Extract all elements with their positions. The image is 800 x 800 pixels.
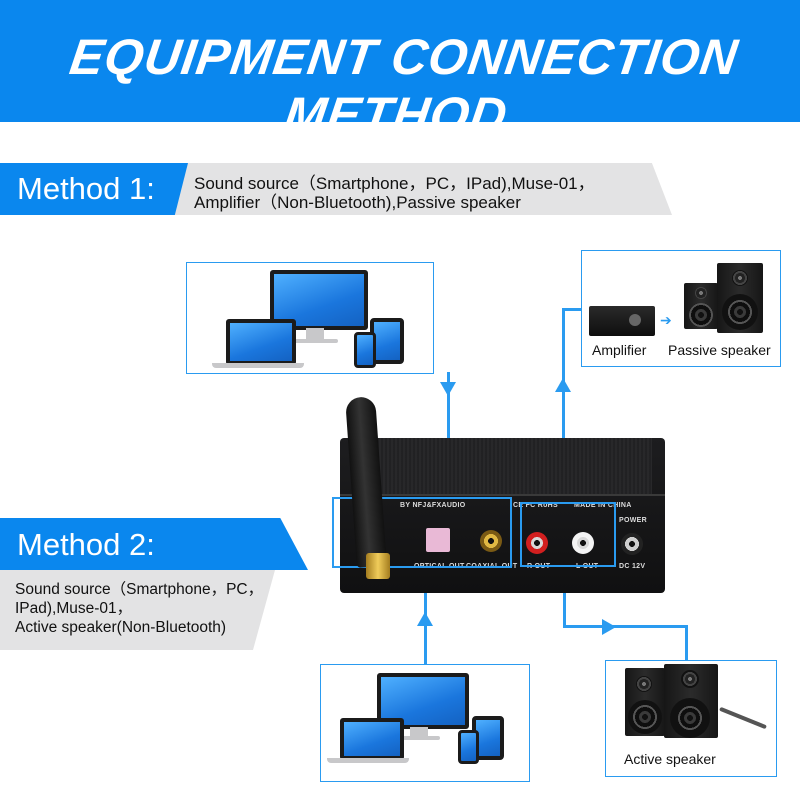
amplifier-icon — [589, 306, 655, 336]
method2-description-line1: Sound source（Smartphone，PC， — [15, 581, 264, 598]
optical-port — [426, 528, 450, 552]
smartphone-icon — [354, 332, 376, 368]
laptop-base — [212, 363, 304, 368]
laptop-icon — [226, 319, 296, 365]
method2-label-band — [0, 518, 308, 570]
method2-label: Method 2: — [17, 527, 155, 562]
method2-description-band — [0, 570, 275, 650]
highlight-digital-outputs — [332, 497, 512, 568]
page-title: EQUIPMENT CONNECTION METHOD — [66, 29, 742, 143]
method1-description-band — [170, 163, 672, 215]
monitor-icon — [270, 270, 368, 330]
monitor-stand — [410, 727, 428, 737]
arrow-up-icon — [555, 378, 571, 392]
method1-description-line2: Amplifier（Non-Bluetooth),Passive speaker — [194, 193, 521, 212]
arrow-icon: ➔ — [660, 312, 672, 328]
speaker-tweeter — [732, 270, 748, 286]
speaker-woofer — [628, 700, 662, 734]
device-power-text: POWER — [619, 517, 647, 524]
r-out-port — [526, 532, 548, 554]
l-out-port — [572, 532, 594, 554]
connection-line-active-speaker-horizontal — [563, 625, 687, 628]
amplifier-knob — [629, 314, 641, 326]
speaker-woofer — [722, 294, 758, 330]
arrow-down-icon — [440, 382, 456, 396]
method2-description-line3: Active speaker(Non-Bluetooth) — [15, 619, 227, 636]
active-speaker-caption: Active speaker — [624, 751, 716, 767]
highlight-analog-outputs — [520, 502, 616, 567]
smartphone-icon — [458, 730, 479, 764]
connection-line-active-speaker-drop — [685, 625, 688, 661]
connection-line-amplifier — [562, 308, 565, 508]
connection-line-top-source — [447, 372, 450, 446]
method1-description-line1: Sound source（Smartphone，PC，IPad),Muse-01… — [194, 174, 595, 193]
laptop-base — [327, 758, 409, 763]
passive-speaker-caption: Passive speaker — [668, 342, 771, 358]
power-port — [621, 533, 643, 555]
connection-line-active-speaker — [563, 563, 566, 627]
coaxial-port — [480, 530, 502, 552]
dac-device-edge — [340, 494, 665, 496]
monitor-base — [398, 736, 440, 740]
laptop-icon — [340, 718, 404, 760]
method1-label: Method 1: — [17, 171, 155, 206]
arrow-up-icon — [417, 612, 433, 626]
device-made-in-text: MADE IN CHINA — [574, 502, 632, 509]
connection-line-amplifier-elbow — [562, 308, 582, 311]
speaker-woofer — [670, 698, 710, 738]
dac-device-top — [376, 438, 652, 494]
monitor-base — [292, 339, 338, 343]
speaker-tweeter — [681, 670, 699, 688]
header-banner — [0, 0, 800, 122]
device-certs-text: CE FC RoHS — [513, 502, 558, 509]
device-brand-text: BY NFJ&FXAUDIO — [400, 502, 466, 509]
arrow-right-icon — [602, 619, 616, 635]
dc-label: DC 12V — [619, 563, 646, 570]
antenna-connector — [366, 553, 390, 579]
method2-description-line2: IPad),Muse-01， — [15, 600, 133, 617]
amplifier-caption: Amplifier — [592, 342, 647, 358]
monitor-stand — [306, 328, 324, 340]
speaker-tweeter — [636, 676, 652, 692]
speaker-tweeter — [695, 287, 707, 299]
speaker-woofer — [689, 303, 713, 327]
method1-label-band — [0, 163, 188, 215]
